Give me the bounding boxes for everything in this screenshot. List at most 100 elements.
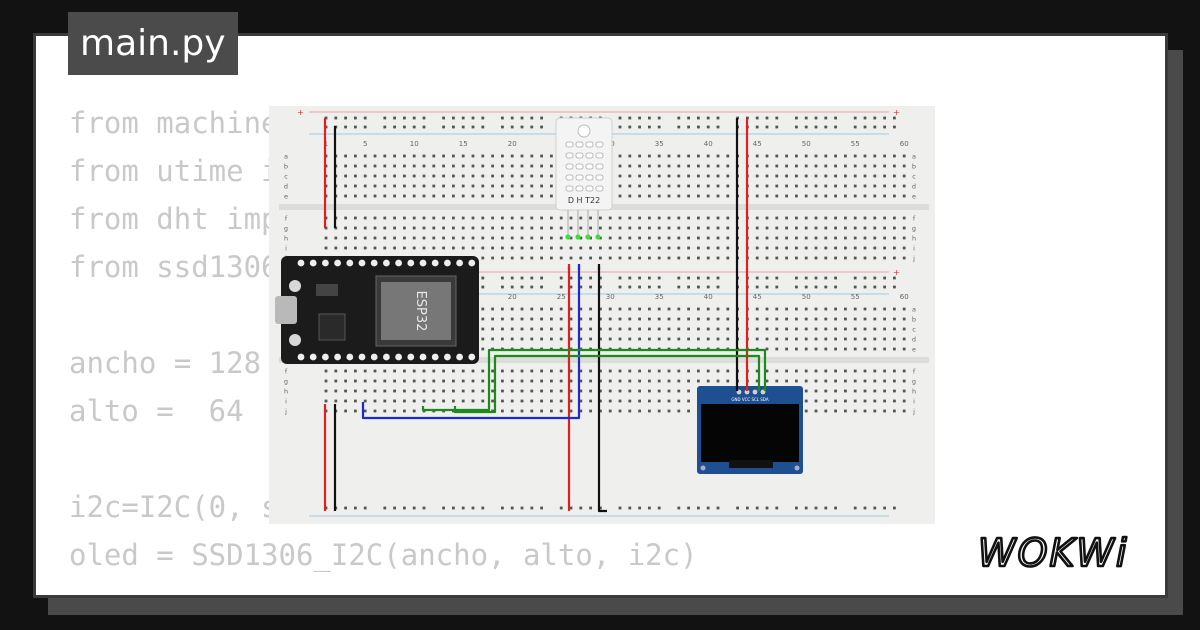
breadboard-hole [501, 337, 504, 341]
project-card[interactable]: from machine import Pin, I2Cfrom utime i… [33, 33, 1168, 598]
breadboard-hole [599, 389, 602, 393]
breadboard-hole [363, 369, 367, 373]
breadboard-hole [716, 125, 720, 129]
breadboard-hole [510, 164, 514, 168]
breadboard-hole [422, 154, 426, 158]
breadboard-hole [501, 125, 504, 129]
breadboard-hole [667, 317, 671, 321]
breadboard-hole [579, 246, 583, 250]
breadboard-hole [873, 307, 877, 311]
breadboard-hole [432, 226, 436, 230]
breadboard-hole [452, 125, 455, 129]
row-letter: d [912, 183, 916, 191]
breadboard-hole [461, 389, 465, 393]
breadboard-hole [354, 506, 357, 510]
breadboard-hole [667, 307, 671, 311]
breadboard-hole [530, 389, 534, 393]
esp32-pin [334, 353, 341, 361]
breadboard-hole [393, 164, 396, 168]
breadboard-hole [589, 307, 592, 311]
breadboard-hole [677, 369, 681, 373]
breadboard-hole [618, 174, 622, 178]
row-letter: j [912, 408, 915, 416]
breadboard-hole [471, 389, 475, 393]
breadboard-hole [510, 236, 514, 240]
breadboard-hole [569, 226, 573, 230]
breadboard-hole [540, 154, 543, 158]
breadboard-hole [471, 174, 475, 178]
breadboard-hole [559, 216, 563, 220]
breadboard-hole [628, 379, 632, 383]
breadboard-hole [510, 184, 514, 188]
breadboard-hole [657, 369, 661, 373]
breadboard-hole [657, 327, 661, 331]
breadboard-hole [569, 246, 573, 250]
breadboard-hole [814, 174, 818, 178]
row-letter: f [285, 368, 288, 376]
breadboard-hole [755, 164, 759, 168]
breadboard-hole [873, 125, 877, 129]
breadboard-hole [844, 184, 847, 188]
breadboard-hole [373, 226, 377, 230]
breadboard-hole [726, 226, 730, 230]
breadboard-hole [540, 194, 543, 198]
breadboard-hole [648, 116, 651, 120]
breadboard-hole [785, 317, 788, 321]
circuit-diagram: ++151015202530354045505560aabbccddeeffgg… [269, 106, 935, 524]
breadboard-hole [579, 276, 583, 280]
breadboard-hole [520, 154, 524, 158]
breadboard-hole [510, 399, 514, 403]
breadboard-hole [530, 164, 534, 168]
breadboard-hole [422, 174, 426, 178]
breadboard-hole [883, 506, 886, 510]
breadboard-hole [618, 409, 622, 413]
dht22-vent [595, 152, 604, 159]
breadboard-hole [824, 236, 828, 240]
breadboard-hole [393, 399, 396, 403]
breadboard-hole [403, 174, 406, 178]
breadboard-hole [795, 184, 798, 188]
breadboard-hole [363, 389, 367, 393]
breadboard-hole [510, 226, 514, 230]
breadboard-hole [510, 506, 514, 510]
breadboard-hole [667, 236, 671, 240]
breadboard-hole [432, 174, 436, 178]
breadboard-hole [559, 389, 563, 393]
breadboard-hole [618, 194, 622, 198]
breadboard-hole [863, 216, 867, 220]
breadboard-hole [697, 379, 700, 383]
breadboard-hole [873, 164, 877, 168]
breadboard-hole [844, 317, 847, 321]
breadboard-hole [540, 337, 543, 341]
breadboard-hole [667, 409, 671, 413]
breadboard-hole [706, 285, 710, 289]
breadboard-hole [550, 399, 553, 403]
breadboard-hole [657, 216, 661, 220]
breadboard-hole [667, 379, 671, 383]
breadboard-hole [324, 379, 328, 383]
breadboard-hole [344, 216, 347, 220]
file-tab[interactable]: main.py [68, 12, 238, 75]
breadboard-hole [589, 369, 592, 373]
breadboard-hole [667, 399, 671, 403]
breadboard-hole [824, 327, 828, 331]
breadboard-hole [824, 389, 828, 393]
breadboard-hole [834, 246, 837, 250]
breadboard-hole [530, 236, 534, 240]
breadboard-hole [755, 174, 759, 178]
breadboard-hole [657, 226, 661, 230]
breadboard-hole [334, 399, 338, 403]
breadboard-hole [863, 327, 867, 331]
breadboard-hole [422, 246, 426, 250]
breadboard-hole [775, 317, 779, 321]
breadboard-hole [491, 174, 494, 178]
esp32-pin [419, 259, 427, 267]
breadboard-hole [893, 125, 896, 129]
code-line: ancho = 128 [69, 346, 262, 380]
breadboard-hole [452, 216, 455, 220]
breadboard-hole [863, 236, 867, 240]
breadboard-hole [559, 369, 563, 373]
breadboard-hole [452, 379, 455, 383]
breadboard-hole [834, 285, 837, 289]
breadboard-hole [638, 389, 641, 393]
